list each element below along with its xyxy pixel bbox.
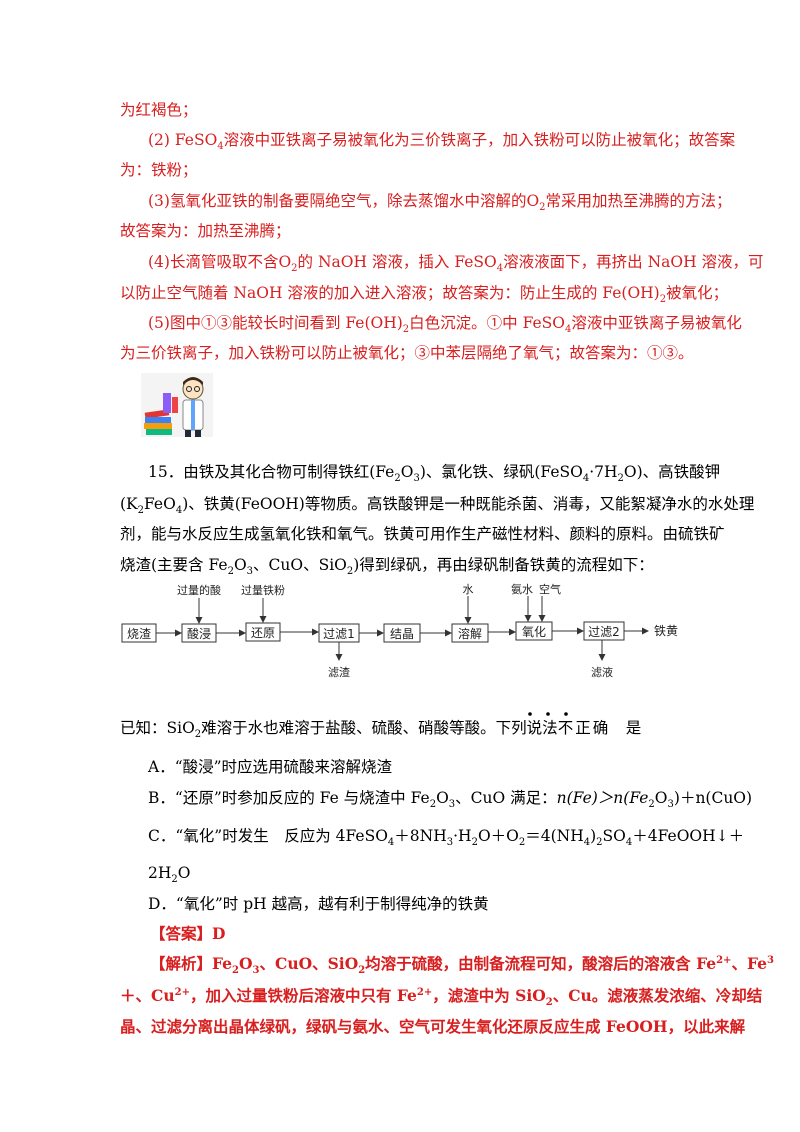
answer-text-line: 为红褐色；	[120, 101, 198, 119]
option-a: A．“酸浸”时应选用硫酸来溶解烧渣	[148, 758, 393, 776]
flow-input-label: 水	[463, 583, 474, 596]
analysis-line: ＋、Cu2+，加入过量铁粉后溶液中只有 Fe2+，滤渣中为 SiO2、Cu。滤液…	[120, 986, 763, 1009]
flow-label: 过滤1	[323, 627, 355, 641]
option-c: C．“氧化”时发生 反应为 4FeSO4＋8NH3·H2O＋O2＝4(NH4)2…	[148, 827, 745, 849]
question-text-line: 剂，能与水反应生成氢氧化铁和氧气。铁黄可用作生产磁性材料、颜料的原料。由硫铁矿	[120, 525, 725, 543]
option-d: D．“氧化”时 pH 越高，越有利于制得纯净的铁黄	[148, 895, 489, 913]
flow-label: 过滤2	[588, 625, 620, 639]
process-flow-diagram: 烧渣 酸浸 还原 过滤1 结晶 溶解 氧化 过滤2 铁黄 过量的酸 过量铁粉 水…	[121, 582, 678, 679]
answer-tag: 【答案】	[150, 924, 213, 943]
analysis-line: 晶、过滤分离出晶体绿矾，绿矾与氨水、空气可发生氧化还原反应生成 FeOOH，以此…	[120, 1017, 746, 1036]
answer-text-line: 为：铁粉；	[120, 161, 198, 179]
answer-text-line: (3)氢氧化亚铁的制备要隔绝空气，除去蒸馏水中溶解的O2常采用加热至沸腾的方法；	[148, 192, 732, 214]
question-text-line: 已知：SiO2难溶于水也难溶于盐酸、硫酸、硝酸等酸。下列说法不正确 是	[120, 719, 642, 741]
flow-box-溶解	[451, 623, 489, 643]
emphasis-text: 不正确	[557, 719, 611, 737]
question-text-line: 烧渣(主要含 Fe2O3、CuO、SiO2)得到绿矾，再由绿矾制备铁黄的流程如下…	[120, 556, 654, 578]
scientist-illustration	[141, 373, 213, 437]
answer-text-line: (5)图中①③能较长时间看到 Fe(OH)2白色沉淀。①中 FeSO4溶液中亚铁…	[148, 314, 742, 336]
answer-text-line: (2) FeSO4溶液中亚铁离子易被氧化为三价铁离子，加入铁粉可以防止被氧化；故…	[148, 131, 736, 153]
emphasis-dots	[528, 712, 568, 716]
flow-input-label: 空气	[539, 582, 561, 596]
analysis-line: 【解析】Fe2O3、CuO、SiO2均溶于硫酸，由制备流程可知，酸溶后的溶液含 …	[150, 954, 774, 977]
analysis-tag: 【解析】	[150, 954, 213, 973]
flow-label: 结晶	[390, 627, 414, 641]
answer-line: 【答案】D	[150, 924, 225, 944]
answer-text-line: 为三价铁离子，加入铁粉可以防止被氧化；③中苯层隔绝了氧气；故答案为：①③。	[120, 344, 694, 362]
option-c-continued: 2H2O	[148, 864, 191, 886]
flow-label: 还原	[251, 626, 275, 640]
flow-input-label: 氨水	[511, 583, 533, 596]
flow-label: 酸浸	[187, 626, 211, 641]
answer-text-line: (4)长滴管吸取不含O2的 NaOH 溶液，插入 FeSO4溶液液面下，再挤出 …	[148, 253, 764, 275]
question-text-line: 15．由铁及其化合物可制得铁红(Fe2O3)、氯化铁、绿矾(FeSO4·7H2O…	[148, 463, 721, 485]
question-text-line: (K2FeO4)、铁黄(FeOOH)等物质。高铁酸钾是一种既能杀菌、消毒，又能絮…	[120, 495, 755, 517]
flow-label: 氧化	[522, 625, 546, 639]
flow-output-label: 滤渣	[328, 665, 350, 679]
flow-label: 烧渣	[127, 627, 151, 641]
flow-label: 溶解	[458, 626, 482, 641]
flow-input-label: 过量的酸	[177, 583, 221, 597]
flow-output-label: 滤液	[591, 665, 613, 679]
answer-value: D	[212, 924, 226, 943]
answer-text-line: 以防止空气随着 NaOH 溶液的加入进入溶液；故答案为：防止生成的 Fe(OH)…	[120, 284, 729, 306]
flow-input-label: 过量铁粉	[241, 584, 285, 597]
option-b: B．“还原”时参加反应的 Fe 与烧渣中 Fe2O3、CuO 满足：n(Fe)＞…	[148, 789, 753, 811]
answer-text-line: 故答案为：加热至沸腾；	[120, 222, 291, 240]
flow-end-label: 铁黄	[654, 624, 678, 638]
